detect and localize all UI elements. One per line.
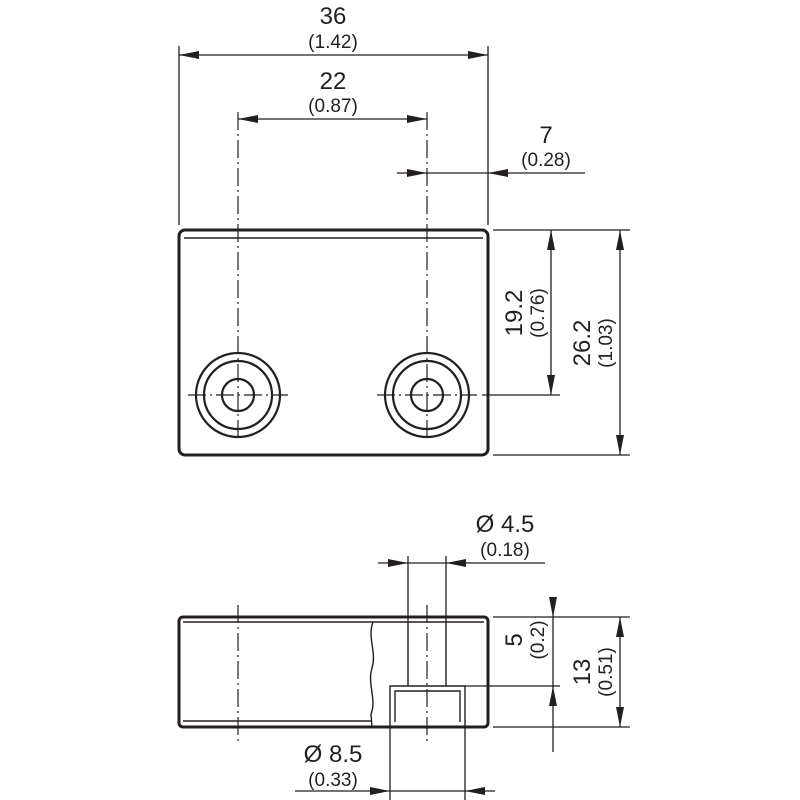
dimension-thickness-inch: (0.51) — [596, 647, 617, 697]
dimension-bore-diameter: Ø 4.5 (0.18) — [378, 511, 545, 622]
section-break-line — [369, 621, 375, 728]
dimension-hole-edge-offset-value: 7 — [539, 122, 552, 149]
dimension-hole-spacing-value: 22 — [320, 68, 347, 95]
dimension-overall-width-inch: (1.42) — [308, 32, 358, 53]
dimension-counterbore-diameter-value: Ø 8.5 — [304, 741, 363, 768]
dimension-bore-diameter-inch: (0.18) — [480, 540, 530, 561]
dimension-hole-height-inch: (0.76) — [528, 288, 549, 338]
side-view-outline — [177, 615, 490, 729]
dimension-hole-spacing: 22 (0.87) — [238, 68, 427, 123]
dimension-thickness-value: 13 — [569, 659, 596, 686]
dimension-overall-width: 36 (1.42) — [178, 3, 489, 225]
dimension-bore-diameter-value: Ø 4.5 — [476, 511, 535, 538]
side-view — [177, 605, 490, 742]
dimension-hole-edge-offset-inch: (0.28) — [521, 150, 571, 171]
dimension-counterbore-diameter-inch: (0.33) — [308, 770, 358, 791]
dimension-overall-height-value: 26.2 — [569, 320, 596, 367]
dimension-overall-height-inch: (1.03) — [596, 318, 617, 368]
dimension-hole-spacing-inch: (0.87) — [308, 96, 358, 117]
dimension-counterbore-diameter: Ø 8.5 (0.33) — [295, 727, 495, 800]
dimension-counterbore-depth-inch: (0.2) — [528, 620, 549, 659]
dimension-overall-height: 26.2 (1.03) — [569, 230, 624, 455]
dimension-thickness: 13 (0.51) — [569, 617, 624, 727]
dimension-counterbore-depth: 5 (0.2) — [501, 597, 557, 752]
dimension-hole-edge-offset: 7 (0.28) — [397, 122, 585, 177]
dimension-hole-height-value: 19.2 — [501, 290, 528, 337]
dimension-counterbore-depth-value: 5 — [501, 633, 528, 646]
dimension-hole-height: 19.2 (0.76) — [501, 230, 555, 395]
top-view — [177, 112, 490, 457]
top-view-outline — [177, 228, 490, 457]
dimension-overall-width-value: 36 — [320, 3, 347, 30]
counterbore-outline — [389, 685, 466, 727]
